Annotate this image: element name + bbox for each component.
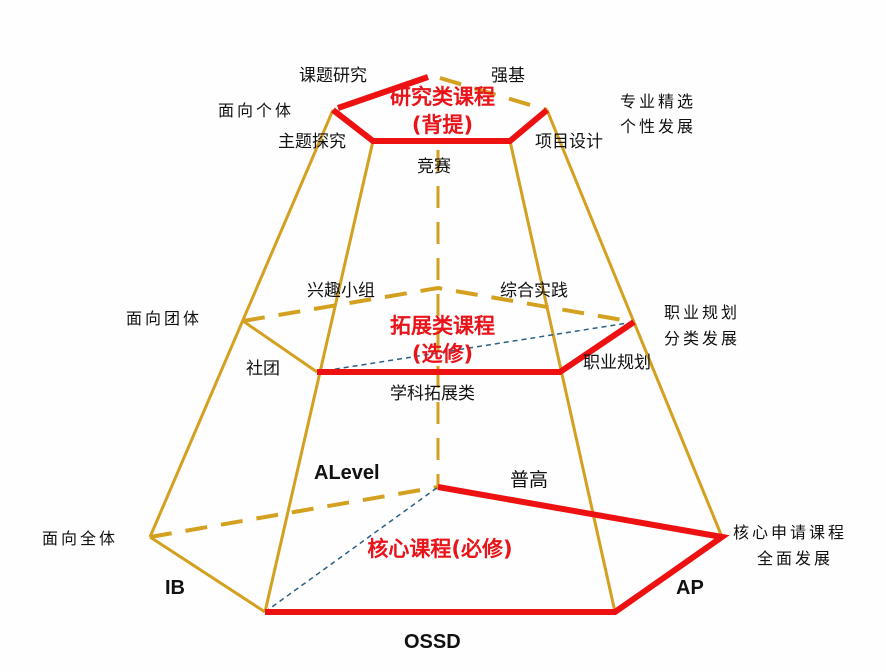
label-competition: 竞赛 xyxy=(417,157,451,177)
label-ap: AP xyxy=(676,577,704,599)
label-top-audience: 面向个体 xyxy=(218,101,295,120)
label-middle-audience: 面向团体 xyxy=(126,309,203,328)
label-subject-extension: 学科拓展类 xyxy=(390,384,475,404)
bottom-red-front xyxy=(265,484,730,615)
label-topic-research: 课题研究 xyxy=(299,66,367,86)
label-project-design: 项目设计 xyxy=(535,132,603,152)
label-clubs: 社团 xyxy=(246,359,280,379)
label-interest-group: 兴趣小组 xyxy=(307,281,375,301)
bottom-tier-title: 核心课程(必修) xyxy=(367,537,513,561)
middle-tier-subtitle: (选修) xyxy=(411,342,474,366)
label-middle-goal-1: 职业规划 xyxy=(664,303,741,322)
label-ossd: OSSD xyxy=(404,631,461,653)
top-red-edge xyxy=(337,74,429,111)
inner-left-edge xyxy=(263,140,375,613)
label-integrated-practice: 综合实践 xyxy=(500,281,568,301)
label-top-goal-1: 专业精选 xyxy=(620,92,697,111)
label-ib: IB xyxy=(165,577,185,599)
label-middle-goal-2: 分类发展 xyxy=(664,329,741,348)
label-general-high-school: 普高 xyxy=(510,469,549,491)
label-top-goal-2: 个性发展 xyxy=(620,117,697,136)
middle-red-front xyxy=(317,319,636,375)
label-theme-inquiry: 主题探究 xyxy=(278,132,346,152)
label-alevel: ALevel xyxy=(314,462,380,484)
label-career-planning: 职业规划 xyxy=(583,353,651,373)
top-back-edge xyxy=(439,76,548,112)
top-red-front xyxy=(331,107,549,144)
outer-left-edge xyxy=(148,109,335,538)
label-strong-foundation: 强基 xyxy=(491,66,525,86)
label-bottom-goal-2: 全面发展 xyxy=(757,549,834,568)
middle-left-edge xyxy=(242,319,318,374)
top-tier-title: 研究类课程 xyxy=(390,85,495,109)
inner-right-edge xyxy=(508,140,617,613)
bottom-left-edge xyxy=(149,535,266,614)
middle-tier-title: 拓展类课程 xyxy=(390,314,495,338)
label-bottom-audience: 面向全体 xyxy=(42,529,119,548)
bottom-back-edge xyxy=(149,485,439,539)
top-tier-subtitle: (背提) xyxy=(411,113,474,137)
label-bottom-goal-1: 核心申请课程 xyxy=(733,523,848,542)
middle-back-edges xyxy=(242,285,635,324)
